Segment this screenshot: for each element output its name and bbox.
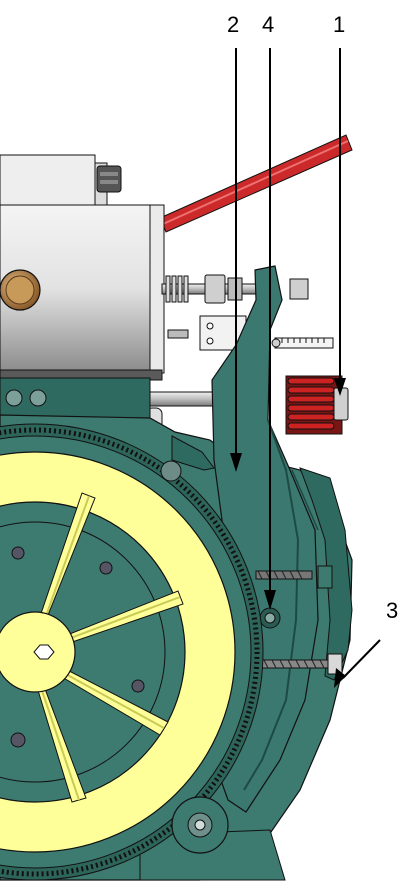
mounting-bracket bbox=[167, 315, 247, 351]
callout-label-4: 4 bbox=[262, 12, 274, 37]
brake-spring bbox=[285, 375, 349, 435]
upper-adjust-bolt bbox=[161, 274, 309, 304]
brake-shoe-outer bbox=[299, 467, 353, 681]
motor-top-box bbox=[0, 154, 122, 226]
hand-wheel bbox=[0, 423, 264, 881]
wear-gauge bbox=[271, 337, 334, 349]
motor-frame bbox=[0, 377, 151, 419]
hub-hex-nut-icon bbox=[33, 644, 55, 660]
motor-body bbox=[0, 204, 165, 381]
callout-arrows bbox=[230, 48, 381, 688]
bottom-roller bbox=[171, 796, 229, 854]
callout-label-1: 1 bbox=[333, 12, 345, 37]
adjust-screw-mid bbox=[255, 570, 313, 580]
callout-label-3: 3 bbox=[386, 598, 398, 623]
frame-bolt-icon bbox=[160, 460, 182, 482]
callout-label-2: 2 bbox=[227, 12, 239, 37]
red-rod bbox=[159, 134, 353, 233]
